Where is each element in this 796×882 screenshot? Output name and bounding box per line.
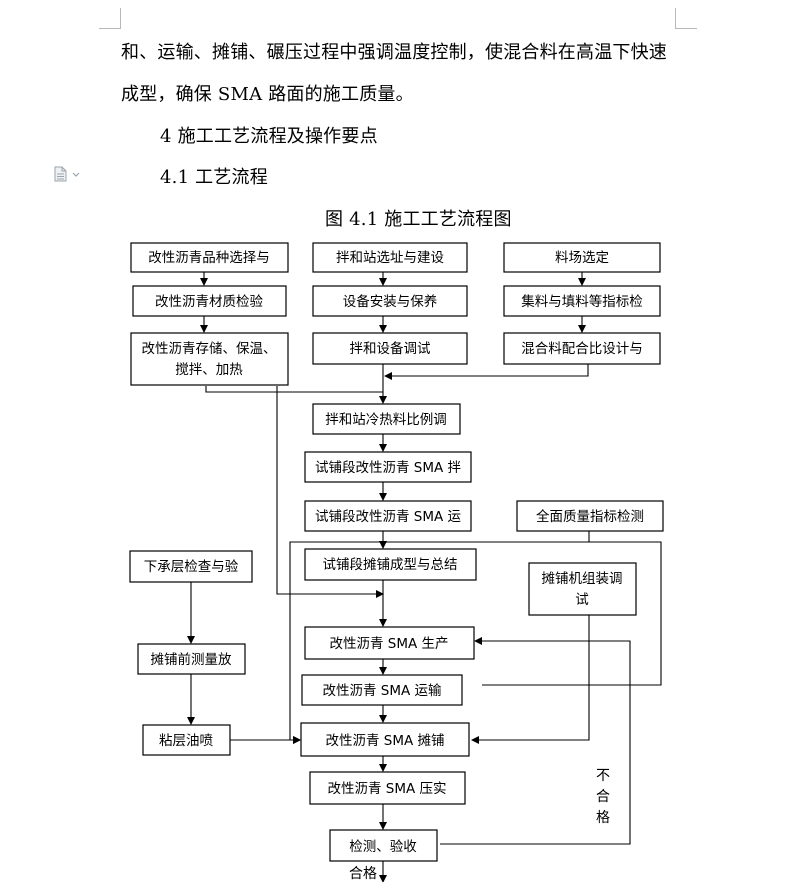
svg-text:摊铺机组装调: 摊铺机组装调	[542, 571, 623, 587]
body-paragraph-1: 和、运输、摊铺、碾压过程中强调温度控制，使混合料在高温下快速	[121, 42, 667, 63]
label-fail-1: 不	[596, 768, 610, 784]
svg-text:摊铺前测量放: 摊铺前测量放	[151, 651, 232, 668]
svg-text:改性沥青 SMA 摊铺: 改性沥青 SMA 摊铺	[325, 733, 444, 749]
svg-text:拌和站选址与建设: 拌和站选址与建设	[336, 250, 444, 266]
label-pass: 合格	[349, 866, 377, 882]
svg-text:集料与填料等指标检: 集料与填料等指标检	[521, 293, 643, 310]
paragraph-menu[interactable]	[54, 166, 82, 186]
svg-text:改性沥青 SMA 生产: 改性沥青 SMA 生产	[329, 636, 448, 652]
svg-text:拌和设备调试: 拌和设备调试	[350, 340, 431, 357]
section-heading-4-1: 4.1 工艺流程	[160, 167, 268, 188]
svg-text:全面质量指标检测: 全面质量指标检测	[536, 508, 644, 525]
svg-text:试铺段改性沥青 SMA 运: 试铺段改性沥青 SMA 运	[315, 509, 462, 525]
body-paragraph-2: 成型，确保 SMA 路面的施工质量。	[121, 84, 414, 105]
svg-text:改性沥青 SMA 压实: 改性沥青 SMA 压实	[327, 781, 446, 797]
chevron-down-icon	[72, 172, 80, 177]
step-transport: 改性沥青 SMA 运输	[301, 674, 463, 706]
step-paver-assembly: 摊铺机组装调 试	[528, 562, 637, 616]
label-fail-3: 格	[596, 810, 610, 826]
step-asphalt-inspection: 改性沥青材质检验	[132, 285, 287, 317]
step-plant-debug: 拌和设备调试	[312, 332, 468, 365]
step-equipment-install: 设备安装与保养	[312, 285, 468, 317]
step-compaction: 改性沥青 SMA 压实	[309, 771, 466, 805]
svg-text:混合料配合比设计与: 混合料配合比设计与	[521, 341, 643, 357]
svg-text:下承层检查与验: 下承层检查与验	[144, 559, 239, 575]
step-trial-paving: 试铺段摊铺成型与总结	[304, 548, 477, 581]
svg-text:拌和站冷热料比例调: 拌和站冷热料比例调	[325, 412, 447, 428]
step-aggregate-testing: 集料与填料等指标检	[503, 285, 661, 317]
svg-text:检测、验收: 检测、验收	[349, 839, 417, 855]
crop-mark-top-left	[99, 8, 121, 29]
svg-text:改性沥青存储、保温、: 改性沥青存储、保温、	[142, 341, 277, 357]
step-trial-transport: 试铺段改性沥青 SMA 运	[304, 500, 472, 532]
step-trial-mixing: 试铺段改性沥青 SMA 拌	[304, 451, 472, 483]
step-tack-coat: 粘层油喷	[142, 724, 231, 756]
svg-text:改性沥青材质检验: 改性沥青材质检验	[155, 294, 263, 310]
step-sublayer-inspection: 下承层检查与验	[129, 550, 253, 583]
step-plant-site: 拌和站选址与建设	[312, 242, 468, 273]
crop-mark-top-right	[675, 8, 697, 29]
step-production: 改性沥青 SMA 生产	[304, 626, 475, 660]
document-icon	[54, 166, 67, 182]
svg-text:改性沥青 SMA 运输: 改性沥青 SMA 运输	[322, 683, 442, 699]
flow-connectors	[187, 272, 662, 882]
svg-text:料场选定: 料场选定	[555, 250, 609, 266]
step-paving: 改性沥青 SMA 摊铺	[300, 722, 470, 757]
svg-text:粘层油喷: 粘层油喷	[159, 733, 213, 749]
svg-text:改性沥青品种选择与: 改性沥青品种选择与	[148, 250, 270, 266]
step-asphalt-storage: 改性沥青存储、保温、 搅拌、加热	[130, 332, 289, 386]
step-mix-design: 混合料配合比设计与	[503, 332, 661, 365]
svg-text:搅拌、加热: 搅拌、加热	[175, 362, 243, 378]
step-quality-check: 全面质量指标检测	[516, 500, 664, 532]
step-acceptance: 检测、验收	[329, 829, 438, 862]
svg-text:试: 试	[575, 592, 589, 608]
label-fail-2: 合	[596, 789, 610, 805]
svg-text:试铺段改性沥青 SMA 拌: 试铺段改性沥青 SMA 拌	[315, 460, 461, 476]
step-stockyard-selection: 料场选定	[503, 242, 661, 273]
svg-text:试铺段摊铺成型与总结: 试铺段摊铺成型与总结	[323, 557, 458, 573]
svg-text:设备安装与保养: 设备安装与保养	[343, 293, 438, 310]
step-cold-hot-ratio: 拌和站冷热料比例调	[312, 403, 461, 435]
figure-title: 图 4.1 施工工艺流程图	[325, 209, 512, 230]
step-survey-layout: 摊铺前测量放	[137, 643, 246, 675]
section-heading-4: 4 施工工艺流程及操作要点	[160, 126, 378, 147]
step-asphalt-selection: 改性沥青品种选择与	[130, 242, 289, 273]
